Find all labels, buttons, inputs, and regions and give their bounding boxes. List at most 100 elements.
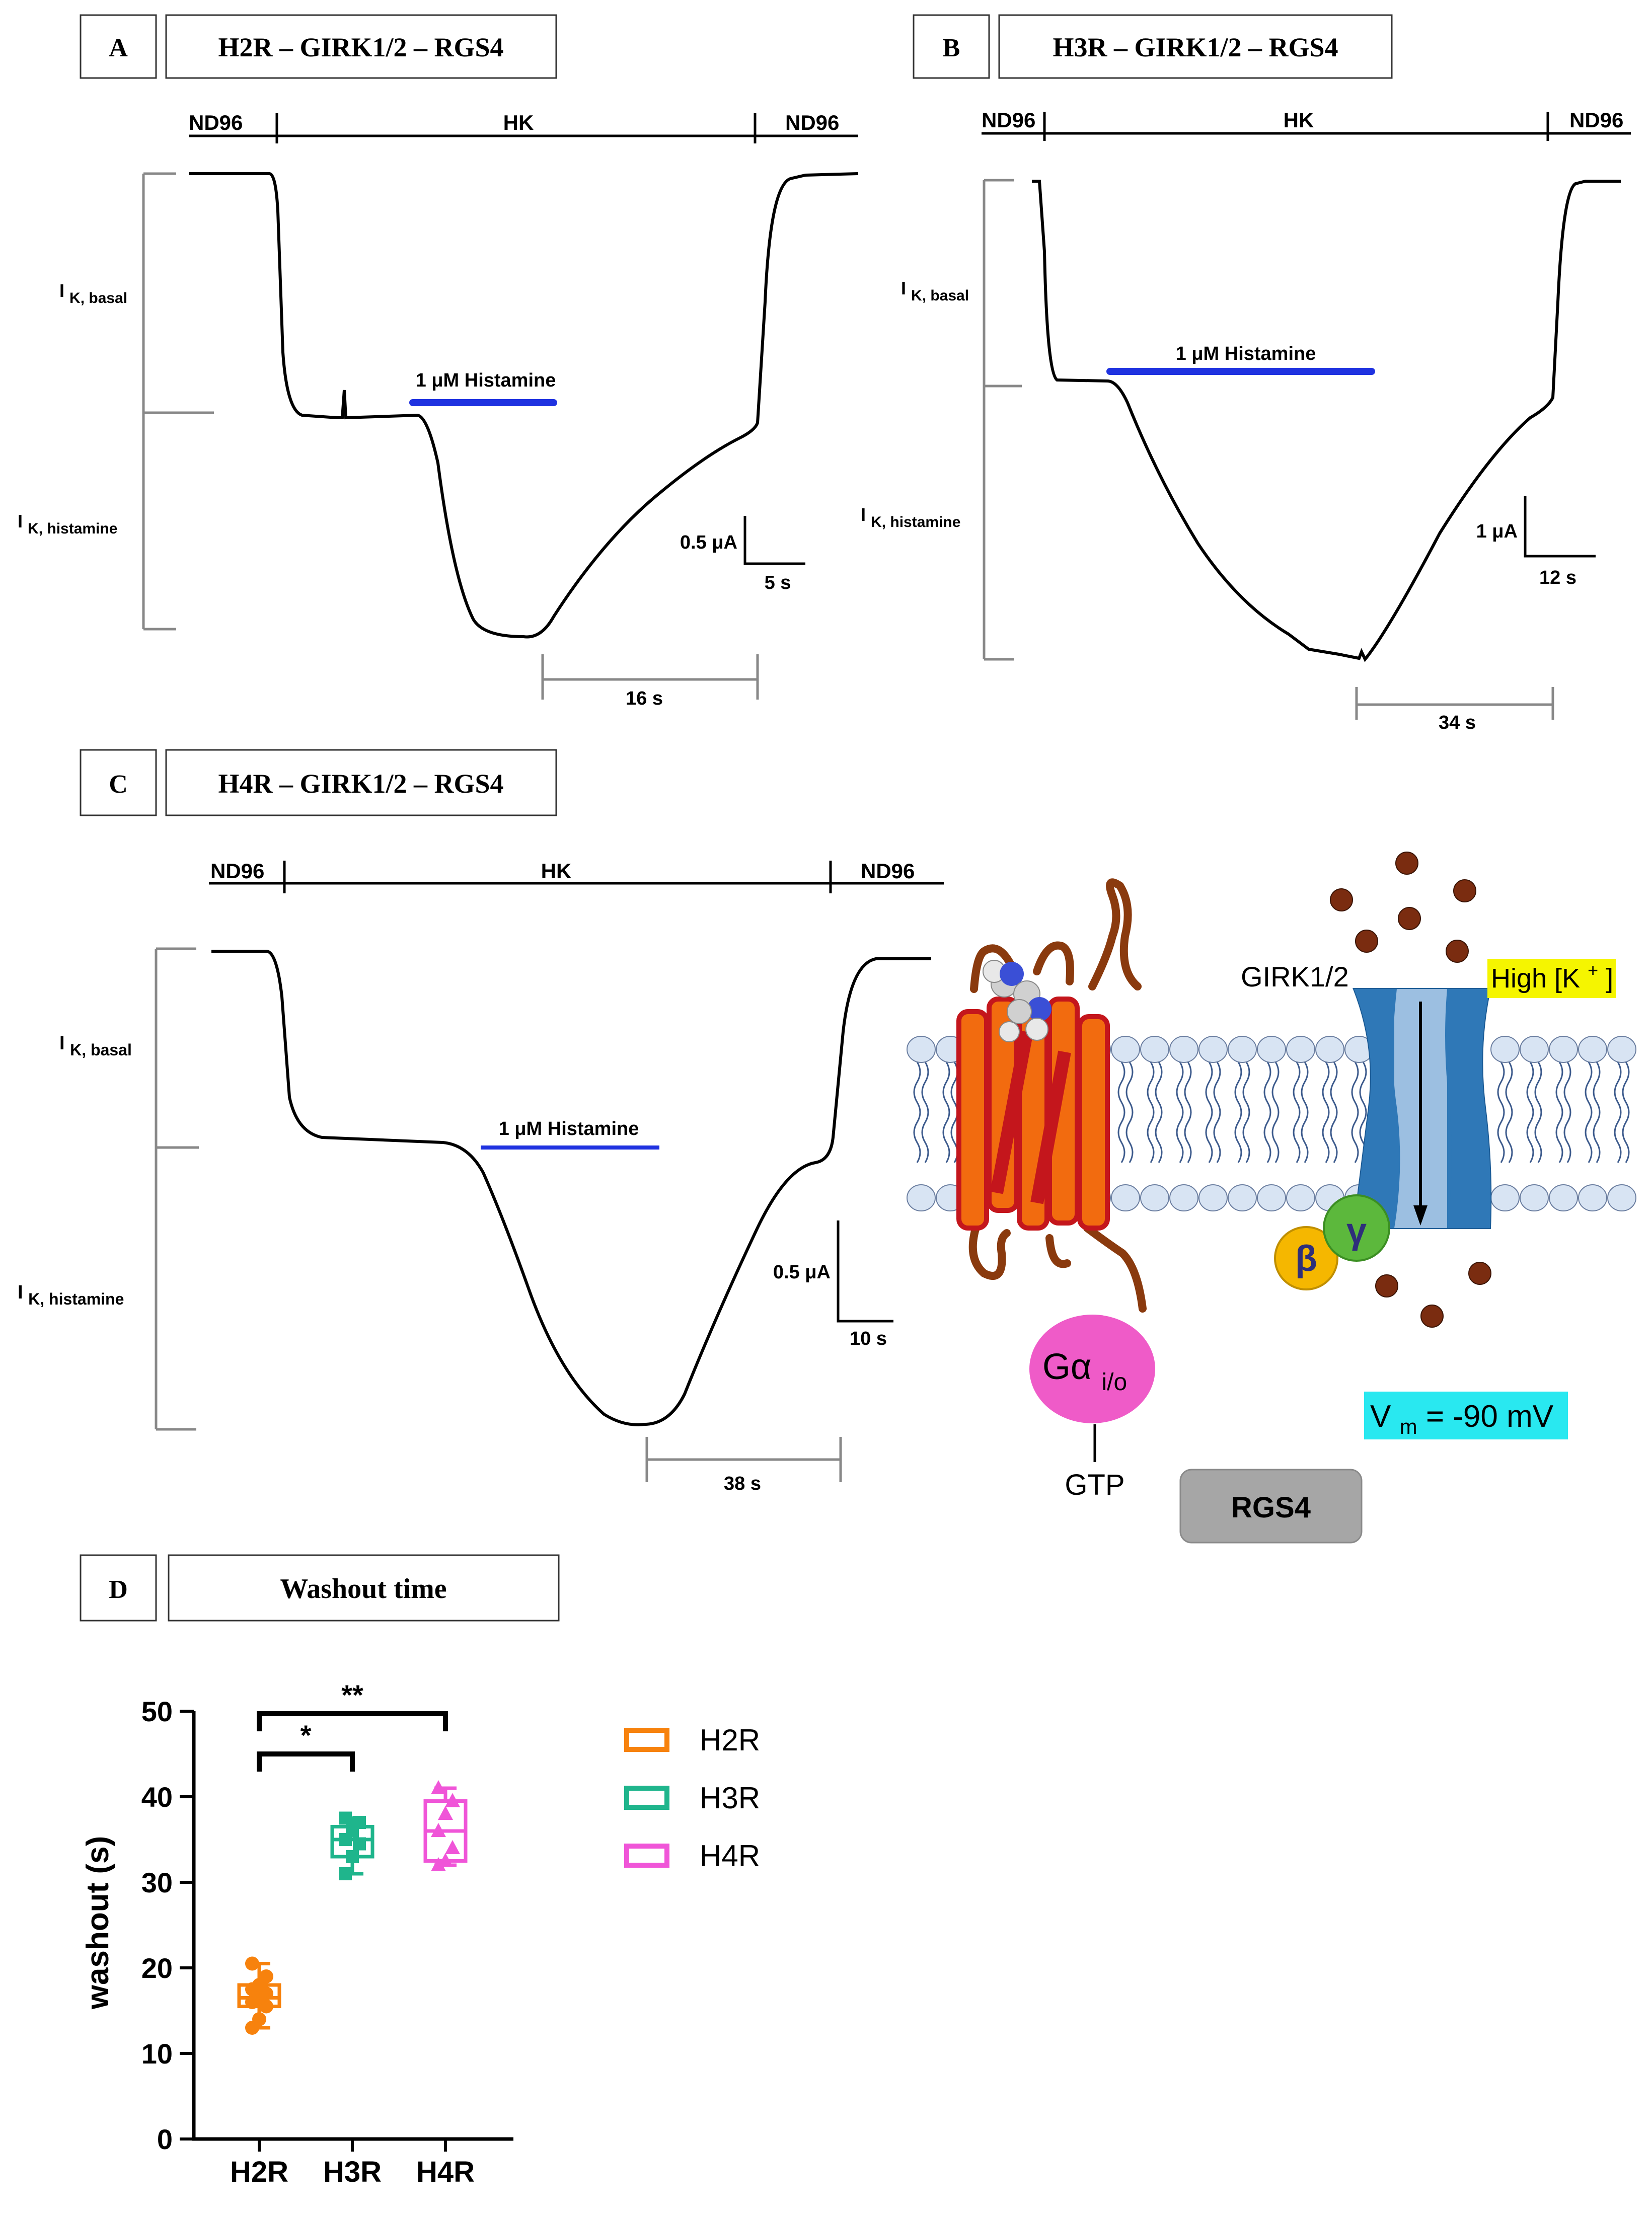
- washout-bar-b: 34 s: [1355, 687, 1554, 733]
- lipid-head-upper: [1578, 1036, 1607, 1063]
- lipid-head-upper: [1198, 1036, 1228, 1063]
- lipid-head-lower: [907, 1184, 936, 1211]
- solution-hk-a: HK: [503, 111, 534, 134]
- lipid-head-lower: [1111, 1184, 1140, 1211]
- panel-d-title: Washout time: [280, 1573, 446, 1604]
- ik-hist-sub-c: K, histamine: [28, 1290, 124, 1308]
- lipid-head-upper: [1169, 1036, 1198, 1063]
- panel-c-title: H4R – GIRK1/2 – RGS4: [218, 769, 503, 799]
- panel-a-title: H2R – GIRK1/2 – RGS4: [218, 32, 503, 62]
- girk-channel: [1353, 988, 1492, 1229]
- ik-hist-sub-a: K, histamine: [28, 520, 117, 537]
- panel-c: C H4R – GIRK1/2 – RGS4 ND96 HK ND96 1 μM…: [18, 749, 944, 1494]
- ik-hist-main-a: I: [18, 511, 23, 531]
- lipid-head-upper: [1140, 1036, 1169, 1063]
- high-k-end: ]: [1606, 963, 1613, 994]
- lipid-tail: [1322, 1061, 1338, 1163]
- potassium-ions: [1330, 852, 1491, 1328]
- data-point: [339, 1811, 352, 1825]
- receptor-loops: [968, 878, 1147, 1313]
- legend-swatch: [624, 1844, 669, 1868]
- lipid-tail: [942, 1061, 958, 1163]
- gamma-subunit-label: γ: [1346, 1211, 1367, 1251]
- g-beta-gamma: β γ: [1274, 1194, 1390, 1290]
- chart-boxes: [237, 1780, 468, 2035]
- solution-hk-c: HK: [541, 859, 572, 883]
- high-k-sup: +: [1588, 960, 1598, 980]
- svg-text:Gα i/o: Gα i/o: [1042, 1347, 1127, 1396]
- y-tick-label: 40: [141, 1781, 173, 1813]
- lipid-tail: [1614, 1061, 1630, 1163]
- agonist-label-a: 1 μM Histamine: [416, 370, 556, 391]
- data-point: [431, 1780, 446, 1794]
- data-point: [431, 1823, 446, 1837]
- panel-a-letter: A: [109, 34, 128, 62]
- washout-bar-a: 16 s: [541, 654, 759, 709]
- washout-label-a: 16 s: [626, 688, 663, 709]
- washout-label-c: 38 s: [724, 1473, 761, 1494]
- lipid-head-upper: [1520, 1036, 1549, 1063]
- current-trace-c: [211, 950, 931, 1426]
- significance-label: *: [301, 1719, 312, 1751]
- legend-swatch: [624, 1728, 669, 1752]
- agonist-marker-b: 1 μM Histamine: [1106, 343, 1375, 375]
- significance-bracket: [257, 1751, 355, 1772]
- lipid-head-upper: [907, 1036, 936, 1063]
- lipid-tail: [1147, 1061, 1163, 1163]
- y-tick-label: 30: [141, 1867, 173, 1898]
- current-bracket-c: I K, basal I K, histamine: [18, 947, 199, 1431]
- significance-bracket: [257, 1711, 448, 1731]
- membrane-potential-label: V m = -90 mV: [1364, 1392, 1568, 1441]
- lipid-tail: [1293, 1061, 1309, 1163]
- ik-hist-sub-b: K, histamine: [871, 514, 960, 530]
- current-trace-a: [189, 172, 859, 639]
- lipid-head-lower: [1549, 1184, 1578, 1211]
- solution-bar-b: ND96 HK ND96: [982, 108, 1631, 141]
- washout-bar-c: 38 s: [645, 1437, 842, 1494]
- solution-nd96-left-a: ND96: [189, 111, 243, 134]
- data-point: [339, 1867, 352, 1880]
- lipid-tail: [1585, 1061, 1601, 1163]
- data-point: [431, 1857, 446, 1871]
- legend-swatch: [624, 1786, 669, 1810]
- agonist-label-c: 1 μM Histamine: [499, 1118, 639, 1139]
- svg-text:I K, basal: I K, basal: [901, 278, 969, 304]
- panel-d: D Washout time washout (s) 01020304050H2…: [80, 1554, 760, 2188]
- vm-sub: m: [1400, 1415, 1417, 1438]
- box-h2r: [237, 1956, 281, 2035]
- ik-basal-sub-b: K, basal: [911, 287, 969, 304]
- svg-text:I K, basal: I K, basal: [59, 1033, 132, 1059]
- data-point: [252, 2012, 266, 2026]
- data-point: [353, 1837, 366, 1851]
- lipid-tail: [1497, 1061, 1513, 1163]
- solution-nd96-left-b: ND96: [982, 108, 1035, 132]
- x-tick-label: H2R: [230, 2156, 288, 2188]
- receptor-helices: [956, 997, 1110, 1231]
- histamine-molecule: [983, 960, 1052, 1042]
- ik-basal-sub-c: K, basal: [70, 1041, 132, 1059]
- lipid-head-lower: [1607, 1184, 1636, 1211]
- svg-text:High [K + ]: High [K + ]: [1491, 952, 1613, 994]
- ik-basal-main-a: I: [59, 280, 64, 301]
- svg-text:I K, histamine: I K, histamine: [18, 511, 117, 537]
- lipid-head-upper: [1111, 1036, 1140, 1063]
- x-tick-label: H4R: [416, 2156, 475, 2188]
- solution-nd96-left-c: ND96: [210, 859, 264, 883]
- current-bracket-b: I K, basal I K, histamine: [861, 179, 1022, 661]
- ik-hist-main-c: I: [18, 1282, 23, 1303]
- lipid-tail: [1263, 1061, 1280, 1163]
- scale-time-c: 10 s: [850, 1328, 887, 1349]
- y-tick-label: 20: [141, 1952, 173, 1984]
- data-point: [346, 1850, 359, 1863]
- panel-c-letter: C: [109, 770, 128, 799]
- lipid-head-upper: [1607, 1036, 1636, 1063]
- legend-label: H4R: [700, 1839, 760, 1873]
- solution-bar-c: ND96 HK ND96: [209, 859, 944, 893]
- high-k-label: High [K + ]: [1487, 952, 1616, 998]
- svg-text:V m = -90 mV: V m = -90 mV: [1370, 1399, 1554, 1441]
- lipid-head-lower: [1578, 1184, 1607, 1211]
- lipid-head-upper: [1490, 1036, 1520, 1063]
